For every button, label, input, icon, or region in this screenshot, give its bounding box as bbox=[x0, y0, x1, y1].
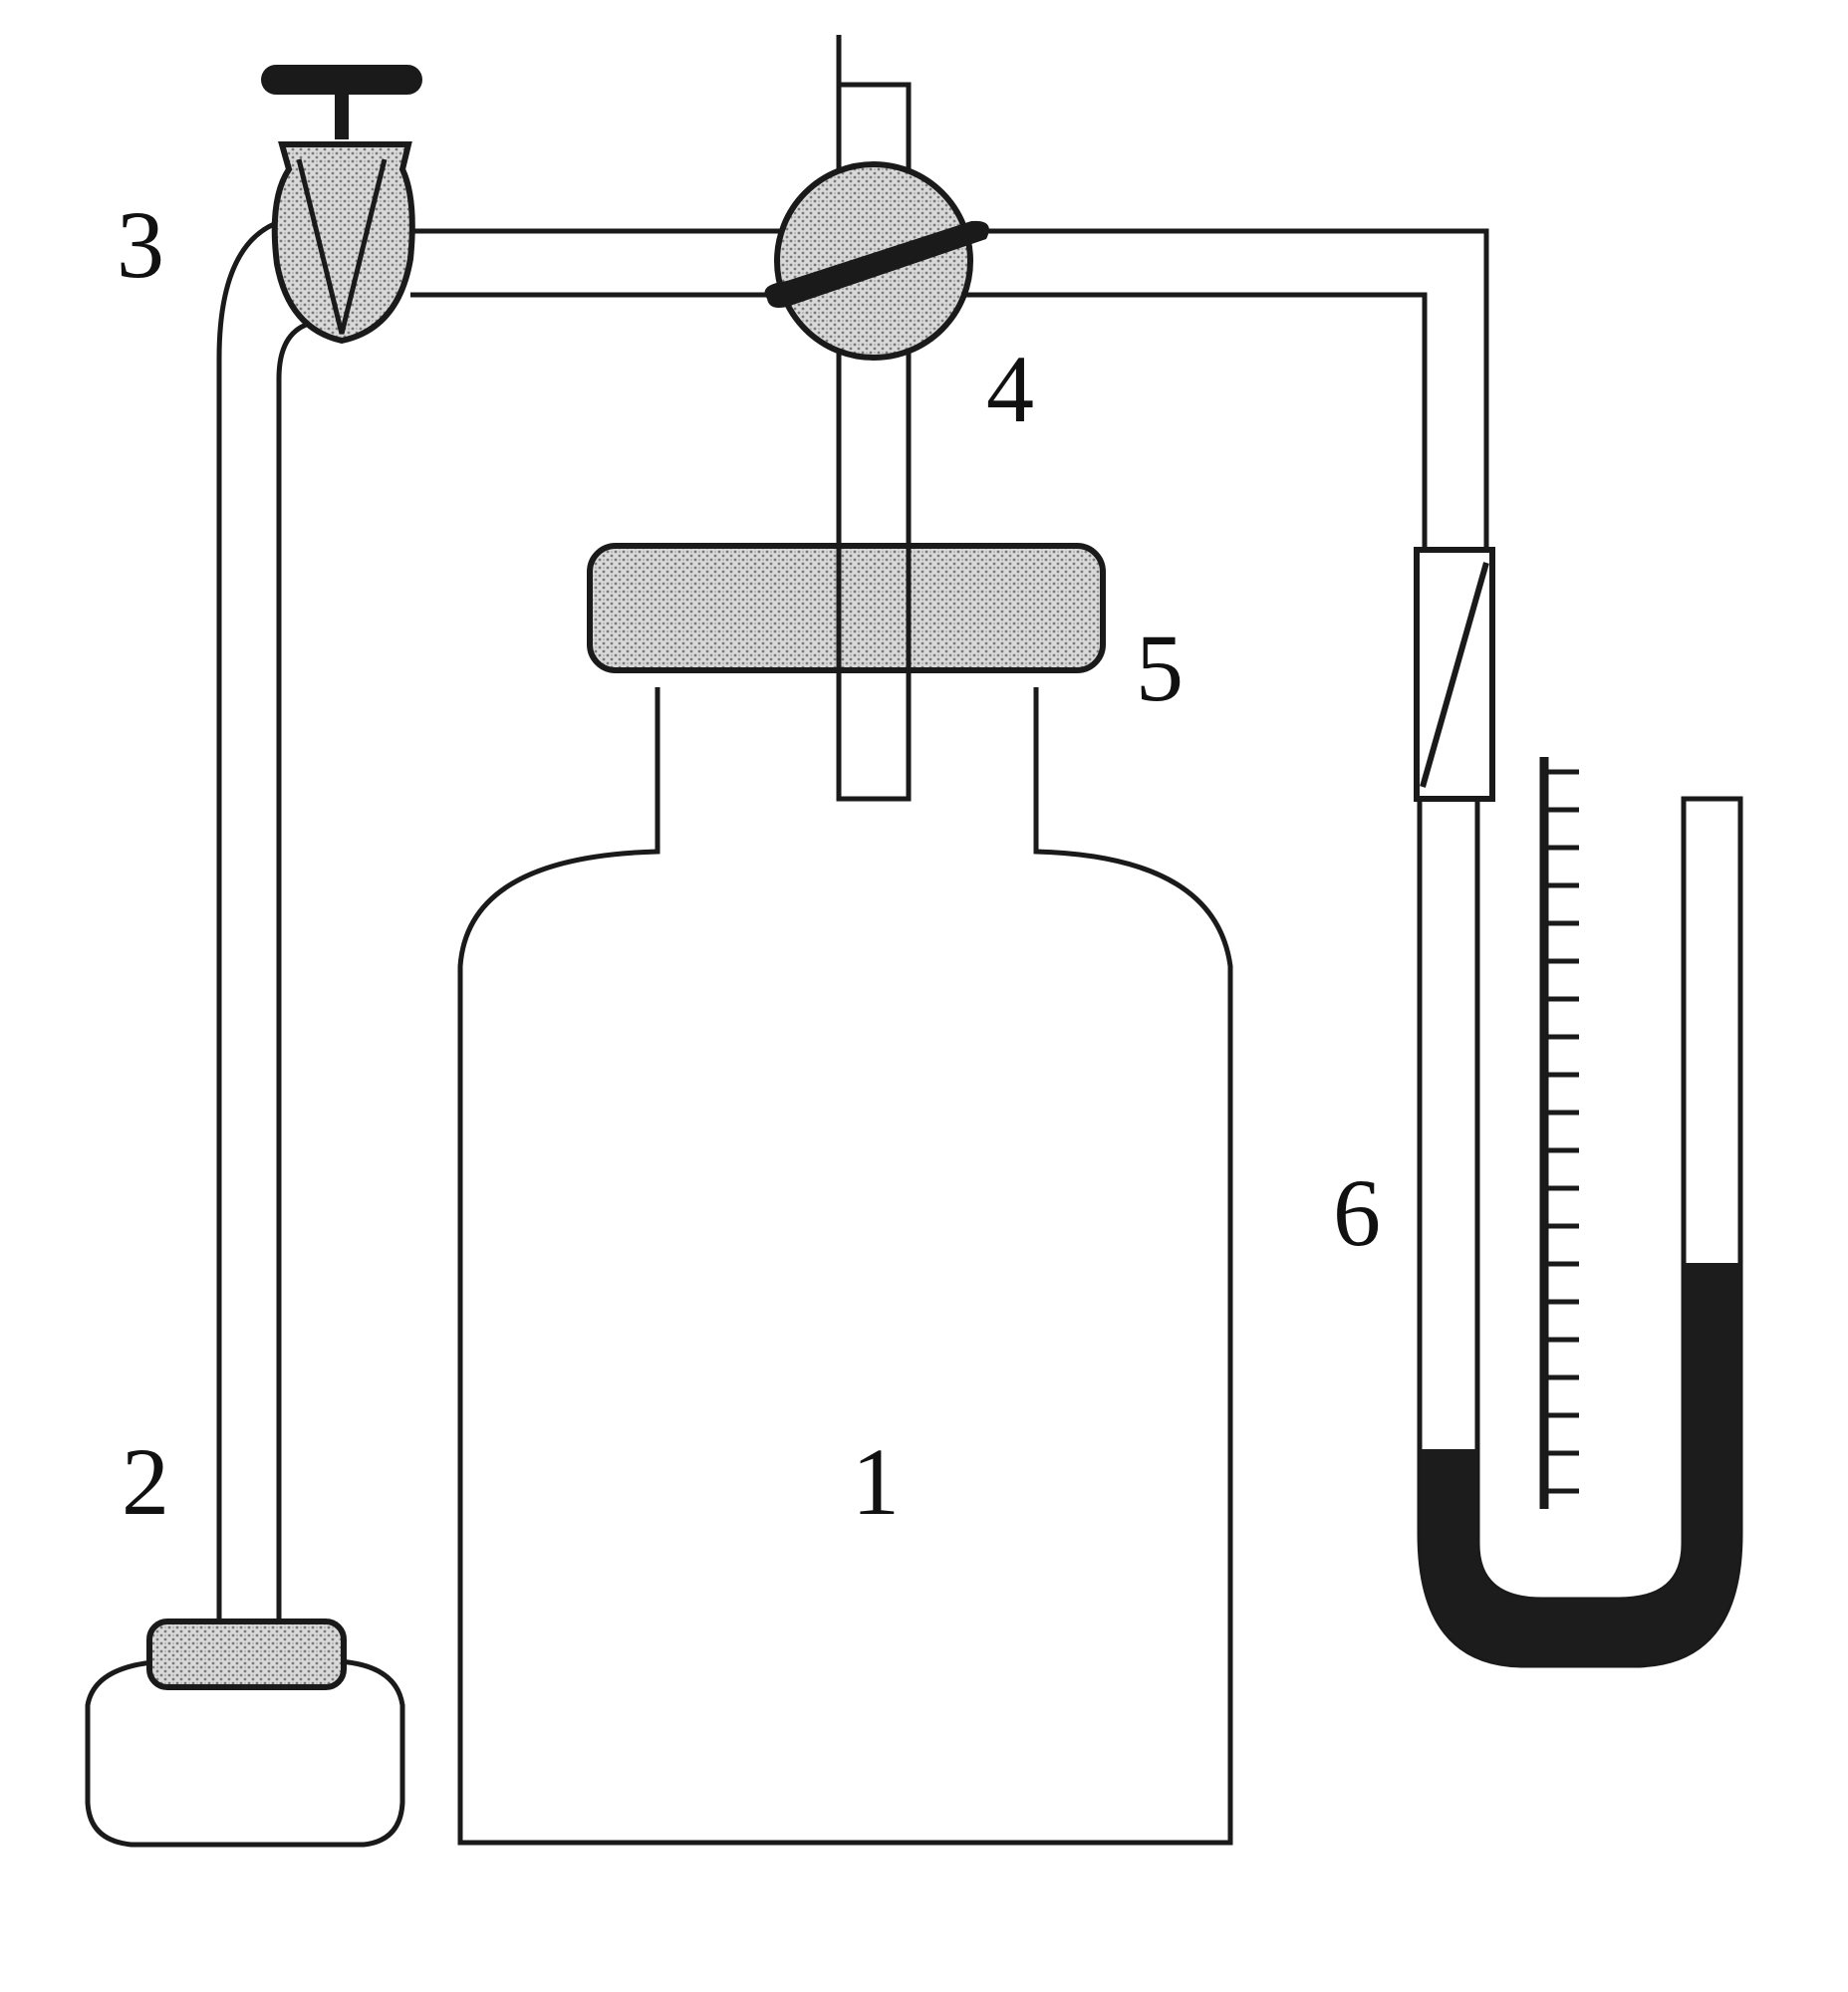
manometer-scale bbox=[1539, 757, 1579, 1509]
label-three-way-stopcock: 4 bbox=[986, 336, 1034, 442]
label-manometer: 6 bbox=[1333, 1159, 1381, 1266]
small-bottle bbox=[85, 1658, 405, 1848]
left-connecting-tube bbox=[410, 228, 797, 298]
manometer-liquid bbox=[1420, 1263, 1740, 1665]
stopper bbox=[587, 543, 1106, 673]
small-bottle-stopper bbox=[146, 1618, 347, 1690]
side-tube bbox=[216, 221, 310, 1621]
pinch-valve-body bbox=[271, 141, 415, 345]
label-bottle: 1 bbox=[852, 1428, 900, 1535]
pinch-valve-stem bbox=[335, 95, 349, 139]
vertical-tube-upper bbox=[836, 35, 912, 184]
label-pinch-valve: 3 bbox=[117, 191, 164, 298]
connector-diagonal bbox=[1420, 562, 1489, 788]
pinch-valve-v bbox=[296, 158, 388, 335]
stopcock-bore bbox=[764, 220, 989, 308]
manometer-connector bbox=[1414, 547, 1495, 802]
pinch-valve-handle bbox=[261, 65, 422, 95]
label-stopper: 5 bbox=[1136, 615, 1184, 721]
large-bottle bbox=[457, 687, 1233, 1846]
label-small-bottle: 2 bbox=[122, 1428, 169, 1535]
right-connecting-tube bbox=[956, 228, 1489, 550]
